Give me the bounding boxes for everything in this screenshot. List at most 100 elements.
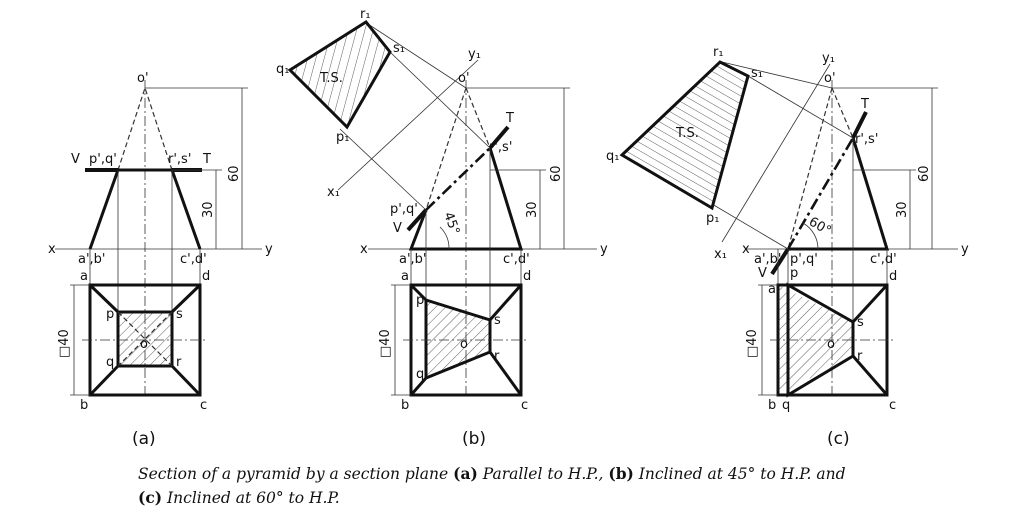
caption-b-tag: (b) (608, 464, 634, 483)
hidden-diag-1-a (117, 311, 173, 367)
true-shape-hatch-b (290, 22, 390, 127)
label-b-c: b (768, 398, 776, 413)
label-side-dim-a: □40 (57, 329, 72, 358)
true-shape-hatch-c (622, 62, 748, 208)
label-side-dim-b: □40 (378, 329, 393, 358)
label-angle-c: 60° (806, 214, 833, 239)
edge-bq-b (409, 377, 428, 396)
label-y1-b: y₁ (468, 47, 481, 62)
section-plane-c (786, 137, 855, 250)
label-b-b: b (401, 398, 409, 413)
label-cut-right-b: r',s' (489, 140, 512, 155)
true-shape-b (287, 20, 392, 130)
label-p1-c: p₁ (706, 211, 719, 226)
frustum-front-view-c (788, 137, 890, 251)
label-cut-right-a: r',s' (168, 152, 191, 167)
label-x-b: x (360, 242, 368, 257)
frustum-front-view-b (408, 147, 524, 251)
angle-arc-b (439, 226, 450, 250)
label-a-c: a (768, 282, 776, 297)
caption-a-tag: (a) (453, 464, 478, 483)
projector-c-s (747, 75, 854, 139)
label-base-left-b: a',b' (399, 252, 427, 267)
label-q-b: q (416, 367, 424, 382)
caption-b-text: Inclined at 45° to H.P. and (633, 465, 846, 483)
label-base-left-c: a',b' (754, 252, 782, 267)
label-cut-dim-c: 30 (895, 201, 910, 218)
caption-b: (b) (462, 429, 486, 449)
label-trace-t-c: T (860, 97, 869, 112)
label-x-c: x (742, 242, 750, 257)
label-y1-c: y₁ (822, 51, 835, 66)
label-side-dim-c: □40 (745, 329, 760, 358)
label-o-c: o (827, 337, 835, 352)
label-cut-left-b: p',q' (390, 202, 418, 217)
label-p-c: p (790, 266, 798, 281)
caption-c-tag: (c) (138, 488, 163, 507)
label-b-a: b (80, 398, 88, 413)
label-cut-right-c: r',s' (855, 132, 878, 147)
label-r1-c: r₁ (713, 45, 724, 60)
label-cut-dim-b: 30 (525, 201, 540, 218)
label-r-a: r (176, 355, 182, 370)
edge-bq-a (88, 364, 120, 397)
label-apex-b: o' (458, 71, 470, 86)
label-ts-b: T.S. (319, 71, 343, 86)
label-angle-b: 45° (440, 210, 462, 237)
section-plane-trace-right-b (488, 125, 510, 150)
label-a-a: a (80, 269, 88, 284)
label-c-c: c (889, 398, 896, 413)
caption-intro: Section of a pyramid by a section plane (138, 465, 454, 483)
projector-b-s (389, 51, 491, 149)
label-p-b: p (416, 293, 424, 308)
label-q1-c: q₁ (606, 149, 619, 164)
label-height-dim-c: 60 (917, 165, 932, 182)
label-s-b: s (494, 313, 501, 328)
label-apex-a: o' (137, 71, 149, 86)
label-q-a: q (106, 355, 114, 370)
label-base-right-c: c',d' (870, 252, 897, 267)
label-q1-b: q₁ (276, 62, 289, 77)
label-q-c: q (782, 398, 790, 413)
edge-cr-a (170, 364, 202, 397)
caption-a-text: Parallel to H.P., (477, 465, 609, 483)
view-c: o' V T p',q' r',s' x y x₁ y₁ a',b' c',d'… (606, 45, 969, 449)
edge-ds-b (488, 284, 523, 321)
hidden-diag-2-a (117, 311, 173, 367)
removed-edge-left-a (117, 87, 146, 171)
edge-ds-a (170, 283, 202, 314)
section-outline-a (116, 310, 174, 368)
label-r1-b: r₁ (360, 7, 371, 22)
label-d-b: d (523, 269, 531, 284)
projector-c-r (721, 61, 833, 89)
label-trace-t-a: T (202, 152, 211, 167)
label-x1-c: x₁ (714, 247, 727, 262)
removed-edge-right-c (831, 87, 854, 139)
label-r-c: r (857, 349, 863, 364)
projection-figure: o' V p',q' r',s' T x y a',b' c',d' a d b… (48, 7, 969, 449)
label-trace-v-c: V (758, 266, 767, 281)
label-d-a: d (202, 269, 210, 284)
caption-a: (a) (132, 429, 156, 449)
caption-c: (c) (827, 429, 850, 449)
projector-c-p (711, 203, 789, 250)
label-base-right-a: c',d' (180, 252, 207, 267)
label-y-c: y (961, 242, 969, 257)
label-height-dim-a: 60 (227, 165, 242, 182)
figure-caption: Section of a pyramid by a section plane … (138, 462, 998, 510)
edge-ap-a (88, 283, 120, 314)
angle-arc-c (802, 222, 819, 250)
view-a: o' V p',q' r',s' T x y a',b' c',d' a d b… (48, 71, 273, 449)
label-x-a: x (48, 242, 56, 257)
removed-edge-left-c (787, 87, 833, 250)
label-p-a: p (106, 307, 114, 322)
projector-b-p (339, 128, 427, 211)
label-ts-c: T.S. (675, 126, 699, 141)
edge-cr-c (851, 355, 889, 396)
label-c-b: c (521, 398, 528, 413)
label-y-a: y (265, 242, 273, 257)
x1y1-line-b (337, 59, 479, 191)
label-trace-t-b: T (505, 111, 514, 126)
label-s1-b: s₁ (393, 41, 405, 56)
label-cut-left-c: p',q' (790, 252, 818, 267)
